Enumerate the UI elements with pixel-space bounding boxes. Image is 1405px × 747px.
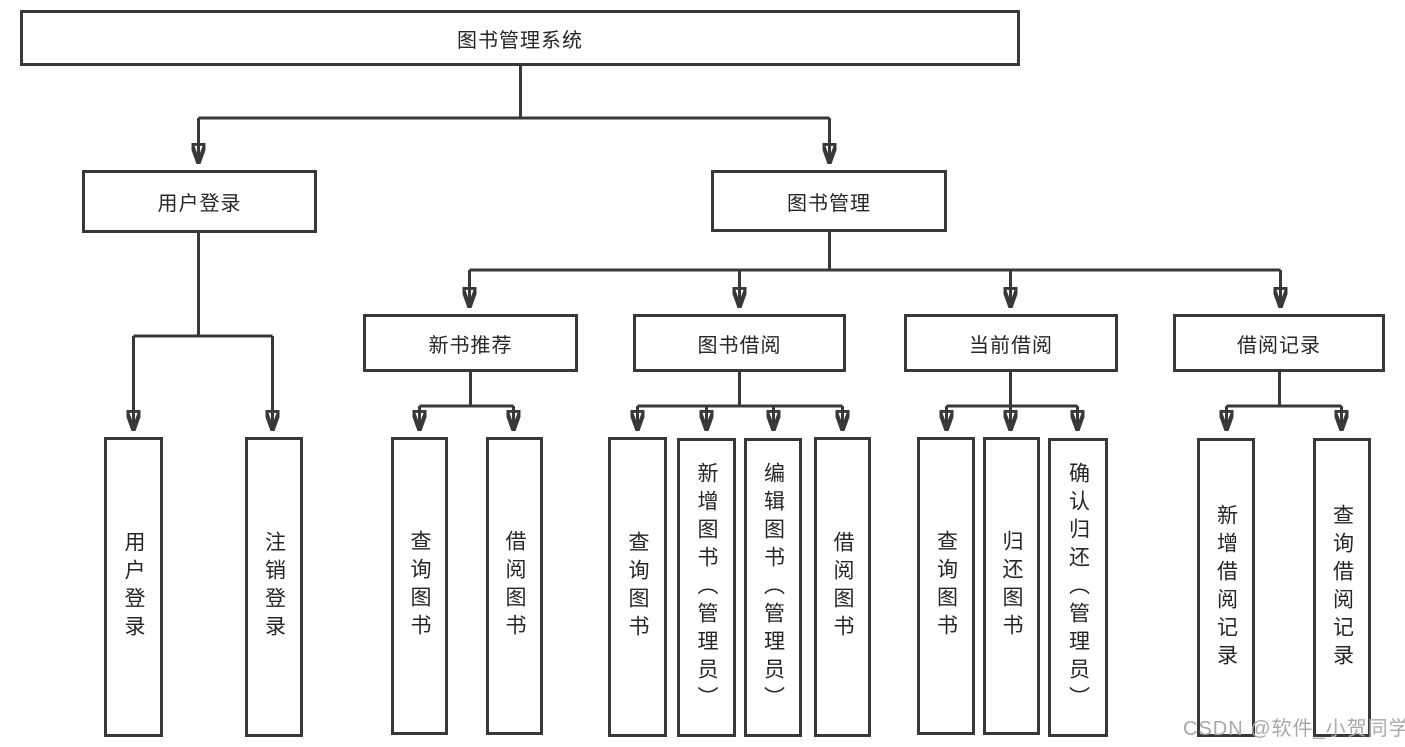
node-new-book-recommend-label: 新书推荐 [428,334,513,357]
leaf-br-add-record-label: 新增借阅记录 [1214,503,1238,672]
leaf-cb-return-books-label: 归还图书 [1000,530,1023,642]
node-borrowing-records: 借阅记录 [1173,314,1385,372]
leaf-cb-query-books-label: 查询图书 [934,530,958,642]
node-user-login-label: 用户登录 [157,193,242,215]
node-book-management-label: 图书管理 [787,192,871,215]
leaf-user-login-label: 用户登录 [122,531,145,643]
node-book-borrowing-label: 图书借阅 [697,334,782,357]
node-borrowing-records-label: 借阅记录 [1237,334,1321,357]
leaf-user-login: 用户登录 [104,437,163,737]
leaf-cb-return-books: 归还图书 [983,437,1040,735]
csdn-watermark: CSDN @软件_小贺同学 [1183,718,1405,740]
leaf-bb-query-books-label: 查询图书 [626,531,649,643]
leaf-bb-edit-books-admin-label: 编辑图书（管理员） [761,461,785,714]
node-new-book-recommend: 新书推荐 [363,314,578,372]
leaf-bb-add-books-admin: 新增图书（管理员） [677,438,736,737]
node-current-borrowing: 当前借阅 [904,314,1118,372]
node-book-borrowing: 图书借阅 [633,314,846,372]
leaf-br-add-record: 新增借阅记录 [1197,438,1255,737]
leaf-bb-borrow-books: 借阅图书 [814,437,871,737]
leaf-logout: 注销登录 [245,437,303,737]
leaf-bb-edit-books-admin: 编辑图书（管理员） [744,438,802,737]
leaf-cb-confirm-return-admin-label: 确认归还（管理员） [1066,461,1090,714]
leaf-br-query-record-label: 查询借阅记录 [1330,503,1354,672]
node-user-login: 用户登录 [82,170,317,233]
leaf-cb-query-books: 查询图书 [917,437,975,735]
leaf-nb-query-books-label: 查询图书 [408,530,431,642]
node-library-system-label: 图书管理系统 [457,29,583,52]
leaf-bb-query-books: 查询图书 [608,437,667,737]
node-library-system: 图书管理系统 [20,10,1020,66]
leaf-br-query-record: 查询借阅记录 [1313,438,1371,737]
leaf-logout-label: 注销登录 [262,531,286,643]
leaf-bb-add-books-admin-label: 新增图书（管理员） [695,461,718,714]
leaf-bb-borrow-books-label: 借阅图书 [831,531,854,643]
leaf-nb-borrow-books: 借阅图书 [486,437,543,735]
node-current-borrowing-label: 当前借阅 [969,334,1053,357]
leaf-cb-confirm-return-admin: 确认归还（管理员） [1048,438,1108,737]
node-book-management: 图书管理 [711,170,947,232]
leaf-nb-borrow-books-label: 借阅图书 [503,530,526,642]
leaf-nb-query-books: 查询图书 [391,437,448,735]
